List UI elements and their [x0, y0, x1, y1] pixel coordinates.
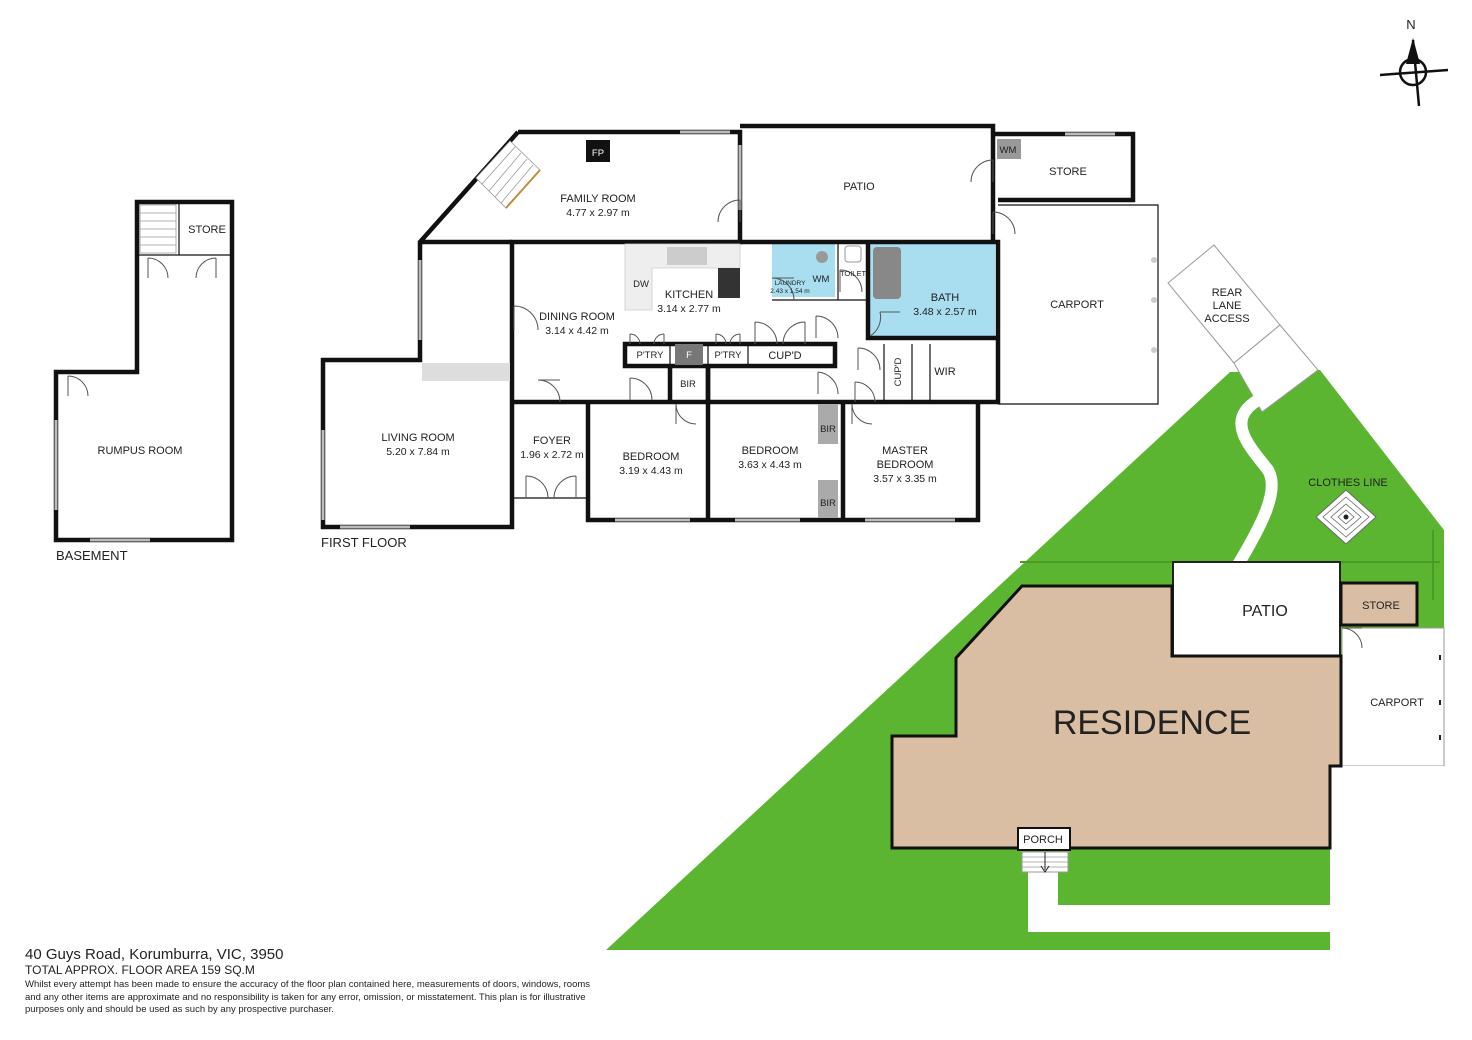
site-store-label: STORE	[1362, 600, 1400, 612]
basement-store-label: STORE	[188, 224, 226, 236]
family-room-dims: 4.77 x 2.97 m	[566, 207, 630, 219]
bir-3-label: BIR	[820, 498, 836, 509]
bath-dims: 3.48 x 2.57 m	[913, 306, 977, 318]
wm-store-label: WM	[1000, 145, 1017, 156]
pantry-2-label: P'TRY	[715, 350, 743, 361]
fridge-icon	[675, 344, 703, 365]
pantry-1-label: P'TRY	[637, 350, 665, 361]
basement-plan: STORE RUMPUS ROOM BASEMENT	[53, 199, 235, 563]
rear-lane-label-2: LANE	[1213, 300, 1242, 312]
residence-footprint	[890, 584, 1343, 850]
first-floor-label: FIRST FLOOR	[321, 535, 407, 550]
toilet-label: TOILET	[840, 269, 867, 278]
kitchen-label: KITCHEN	[665, 289, 713, 301]
master-bedroom-dims: 3.57 x 3.35 m	[873, 473, 937, 485]
rear-lane-label-3: ACCESS	[1204, 313, 1249, 325]
footer: 40 Guys Road, Korumburra, VIC, 3950 TOTA…	[25, 946, 665, 1017]
living-room-label: LIVING ROOM	[381, 432, 454, 444]
compass-north-label: N	[1406, 17, 1415, 32]
fridge-label: F	[686, 350, 692, 361]
master-bedroom-label-2: BEDROOM	[877, 459, 934, 471]
family-room-label: FAMILY ROOM	[560, 193, 635, 205]
bir-1-label: BIR	[680, 379, 696, 390]
laundry-tub-icon	[816, 251, 828, 263]
oven-icon	[718, 268, 740, 298]
first-floor-plan: FP WM F	[320, 123, 1159, 550]
wm-laundry-label: WM	[813, 274, 830, 285]
toilet-icon	[844, 245, 862, 263]
compass-icon: N	[1379, 17, 1449, 107]
bir-2-label: BIR	[820, 424, 836, 435]
fireplace-icon	[586, 140, 610, 162]
basement-floor-label: BASEMENT	[56, 548, 128, 563]
wir-label: WIR	[934, 366, 955, 378]
site-carport-label: CARPORT	[1370, 697, 1424, 709]
sink-icon	[667, 247, 707, 265]
bath-label: BATH	[931, 292, 960, 304]
porch	[1017, 827, 1071, 851]
cupboard-2-label: CUP'D	[893, 357, 904, 386]
bedroom-2-dims: 3.63 x 4.43 m	[738, 459, 802, 471]
rumpus-room-label: RUMPUS ROOM	[98, 445, 183, 457]
washing-machine-icon	[997, 139, 1021, 159]
dishwasher-label: DW	[633, 279, 649, 290]
kitchen-counter	[624, 243, 741, 311]
bedroom-1-dims: 3.19 x 4.43 m	[619, 465, 683, 477]
dining-room-label: DINING ROOM	[539, 311, 615, 323]
master-bedroom-label-1: MASTER	[882, 445, 928, 457]
patio-label: PATIO	[843, 181, 875, 193]
laundry-dims: 2.43 x 1.54 m	[770, 288, 809, 295]
fp-label: FP	[592, 148, 604, 159]
clothes-line-icon	[1315, 489, 1377, 545]
stairs-icon	[475, 140, 541, 209]
site-store	[1339, 581, 1419, 627]
foyer-dims: 1.96 x 2.72 m	[520, 449, 584, 461]
cupboard-1-label: CUP'D	[768, 350, 801, 362]
bedroom-2-label: BEDROOM	[742, 445, 799, 457]
property-address: 40 Guys Road, Korumburra, VIC, 3950	[25, 946, 284, 963]
residence-label: RESIDENCE	[1053, 704, 1251, 742]
bedroom-1-label: BEDROOM	[623, 451, 680, 463]
floor-area: TOTAL APPROX. FLOOR AREA 159 SQ.M	[25, 963, 255, 977]
clothes-line-label: CLOTHES LINE	[1308, 477, 1387, 489]
bathtub-icon	[873, 247, 901, 299]
stairs-icon	[139, 204, 177, 254]
site-patio-label: PATIO	[1242, 603, 1288, 620]
site-plan: REAR LANE ACCESS CLOTHES LINE PATIO STOR…	[606, 244, 1445, 952]
foyer-label: FOYER	[533, 435, 571, 447]
carport-label: CARPORT	[1050, 299, 1104, 311]
store-label: STORE	[1049, 166, 1087, 178]
porch-label: PORCH	[1023, 834, 1063, 846]
living-room-dims: 5.20 x 7.84 m	[386, 446, 450, 458]
laundry-label: LAUNDRY	[775, 280, 807, 287]
rear-lane-label-1: REAR	[1212, 287, 1243, 299]
disclaimer: Whilst every attempt has been made to en…	[25, 979, 591, 1015]
kitchen-dims: 3.14 x 2.77 m	[657, 303, 721, 315]
dining-room-dims: 3.14 x 4.42 m	[545, 325, 609, 337]
